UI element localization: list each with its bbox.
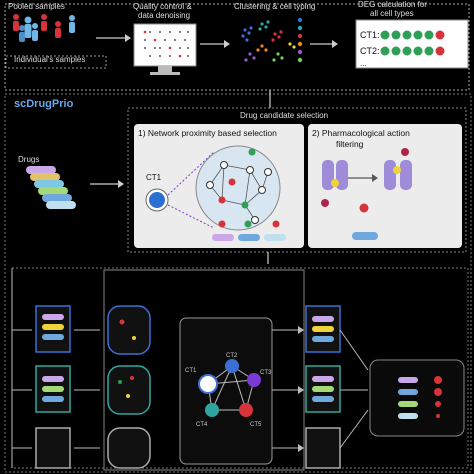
ct-node-ct1 (198, 374, 218, 394)
deg-gene-circles (380, 30, 445, 56)
drugs-label: Drugs (18, 155, 39, 164)
ct-node-ct4 (205, 403, 219, 417)
ranked-list-ct1 (305, 305, 341, 353)
interactome-circle (195, 145, 281, 231)
deg-label: DEG calculation for (358, 0, 427, 9)
qc-label-2: data denoising (138, 11, 190, 20)
selection-frame (127, 107, 467, 253)
merge-lines (339, 329, 369, 449)
cluster-box-ct3 (107, 427, 151, 469)
ct-label-ct4: CT4 (196, 422, 208, 428)
monitor-icon (133, 23, 197, 75)
deg-label-2: all cell types (370, 9, 414, 18)
drug-pills-stack (26, 166, 76, 209)
ct1-link-lines (167, 151, 215, 229)
umap-cluster-icon (241, 20, 296, 62)
ct-node-ct5 (239, 403, 253, 417)
ct-network-box (179, 317, 273, 465)
receptor-icon-1 (322, 160, 348, 190)
pipeline-frame (4, 3, 470, 91)
left-branch-lines (12, 329, 32, 449)
ct-label-ct1: CT1 (185, 368, 197, 374)
ct-node-ct3 (247, 373, 261, 387)
pooled-samples-icon: Pooled samples (8, 2, 75, 42)
pooled-samples-label: Pooled samples (8, 2, 65, 11)
mid-branch-lines (74, 329, 100, 449)
panel2-title-2: filtering (336, 139, 364, 149)
ct-label-ct5: CT5 (250, 422, 262, 428)
scdrugprio-frame (4, 93, 472, 473)
panel1-title: 1) Network proximity based selection (138, 128, 277, 138)
qc-label: Quality control & (133, 2, 192, 11)
final-ranking-box (369, 359, 465, 437)
ranked-list-ct3 (305, 427, 341, 469)
method-title: scDrugPrio (14, 98, 74, 110)
individual-samples-box (5, 55, 107, 69)
clustering-label: Clustering & cell typing (234, 2, 315, 11)
receptor-icon-2 (384, 160, 412, 190)
interactome-nodes (206, 148, 272, 224)
drug-list-box-ct3 (35, 427, 71, 469)
cluster-box-ct2 (107, 365, 151, 415)
ct-cluster-frame (103, 269, 305, 471)
ct-node-ct2 (225, 359, 239, 373)
panel2-drug-pill (352, 232, 378, 240)
cluster-box-ct1 (107, 305, 151, 355)
ct-label-ct2: CT2 (226, 353, 238, 359)
ct1-label: CT1 (146, 173, 162, 182)
ligand-1 (321, 199, 329, 207)
cluster-legend (297, 17, 303, 63)
deg-row-ct2-label: CT2: (360, 46, 380, 56)
deg-table (355, 19, 469, 69)
panel1-drugs (212, 220, 286, 241)
final-ranking-list (398, 376, 442, 419)
panel2-title: 2) Pharmacological action (312, 128, 410, 138)
right-branch-lines (272, 329, 300, 449)
deg-more: ... (360, 59, 367, 68)
ligand-2 (401, 148, 409, 156)
deg-row-ct1-label: CT1: (360, 30, 380, 40)
selection-title: Drug candidate selection (240, 111, 328, 120)
individual-samples-label: Individual's samples (14, 55, 85, 64)
ct-label-ct3: CT3 (260, 370, 272, 376)
drug-effect-circle (359, 203, 369, 213)
